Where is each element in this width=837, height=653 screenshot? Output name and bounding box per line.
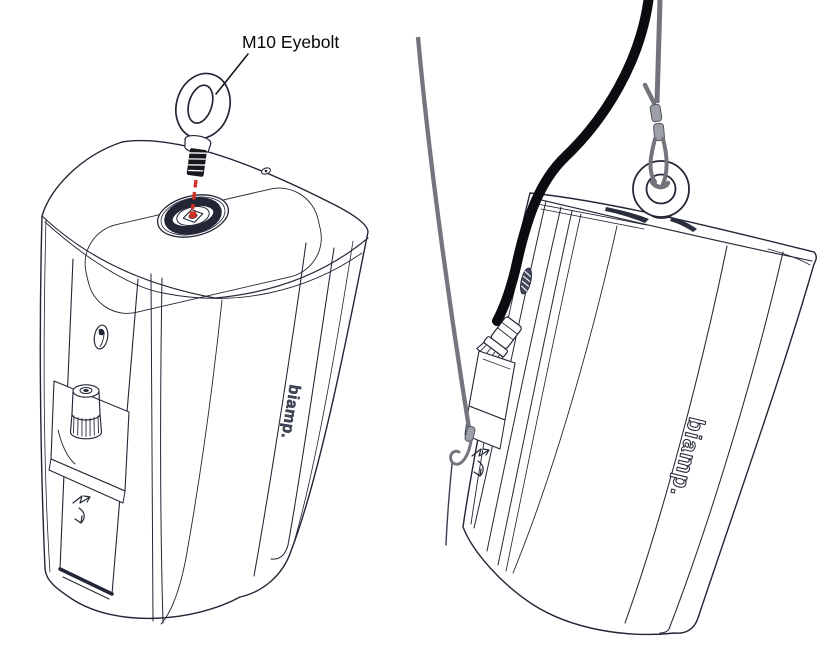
safety-wire bbox=[415, 36, 476, 546]
power-cable bbox=[492, 0, 654, 326]
keyhole-slot bbox=[520, 267, 532, 295]
crimp-sleeve bbox=[649, 103, 663, 123]
top-face-front-edge bbox=[532, 197, 813, 262]
knurl-ring bbox=[164, 197, 222, 235]
rope-loop bbox=[648, 137, 657, 184]
right-speaker-figure: biamp. bbox=[415, 0, 817, 636]
crimp-sleeve bbox=[464, 425, 476, 443]
callout-label: M10 Eyebolt bbox=[242, 32, 339, 52]
rope-tail bbox=[642, 82, 657, 106]
eyebolt-base-shadow bbox=[605, 207, 649, 223]
threaded-stud bbox=[186, 148, 207, 177]
top-face-front-edge bbox=[41, 215, 369, 299]
logo-panel bbox=[253, 242, 307, 577]
m10-eyebolt bbox=[175, 72, 231, 177]
suspension-rope bbox=[642, 0, 665, 142]
cable-gland bbox=[69, 384, 103, 440]
keyhole-slot bbox=[93, 324, 109, 350]
logo-panel bbox=[624, 245, 728, 624]
top-screw bbox=[261, 167, 271, 175]
left-speaker-figure: biamp. bbox=[39, 32, 369, 625]
insertion-guide bbox=[189, 179, 198, 218]
callout-leader-line bbox=[215, 53, 249, 95]
arrow-marking bbox=[471, 448, 490, 477]
installed-eyebolt bbox=[632, 137, 690, 218]
cabinet-outline bbox=[462, 192, 817, 636]
eyebolt-ring bbox=[632, 160, 690, 218]
crimp-sleeve bbox=[653, 122, 665, 142]
arrow-marking bbox=[72, 495, 91, 524]
